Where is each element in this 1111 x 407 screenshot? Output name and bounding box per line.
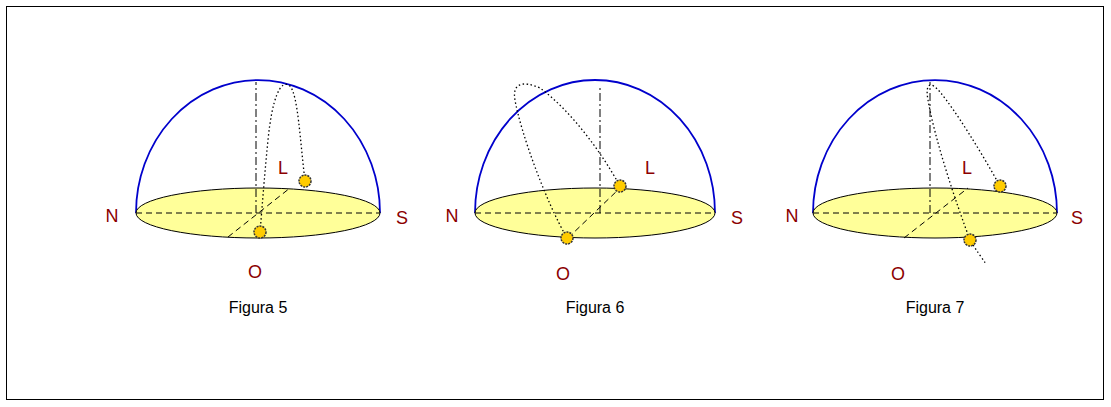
direction-letter: N	[786, 207, 799, 225]
figure-caption: Figura 7	[906, 300, 965, 316]
hemisphere-7	[813, 80, 1057, 264]
hemisphere-5	[136, 80, 380, 238]
direction-letter: S	[1071, 209, 1083, 227]
frame	[7, 7, 1104, 400]
direction-letter: S	[396, 209, 408, 227]
hemisphere-6	[475, 80, 715, 244]
direction-letter: L	[645, 159, 655, 177]
figure-caption: Figura 5	[229, 300, 288, 316]
direction-letter: L	[278, 159, 288, 177]
figure-caption: Figura 6	[566, 300, 625, 316]
direction-letter: O	[248, 263, 262, 281]
direction-letter: O	[891, 265, 905, 283]
direction-letter: L	[962, 159, 972, 177]
direction-letter: O	[556, 265, 570, 283]
direction-letter: S	[731, 209, 743, 227]
direction-letter: N	[106, 207, 119, 225]
direction-letter: N	[446, 207, 459, 225]
